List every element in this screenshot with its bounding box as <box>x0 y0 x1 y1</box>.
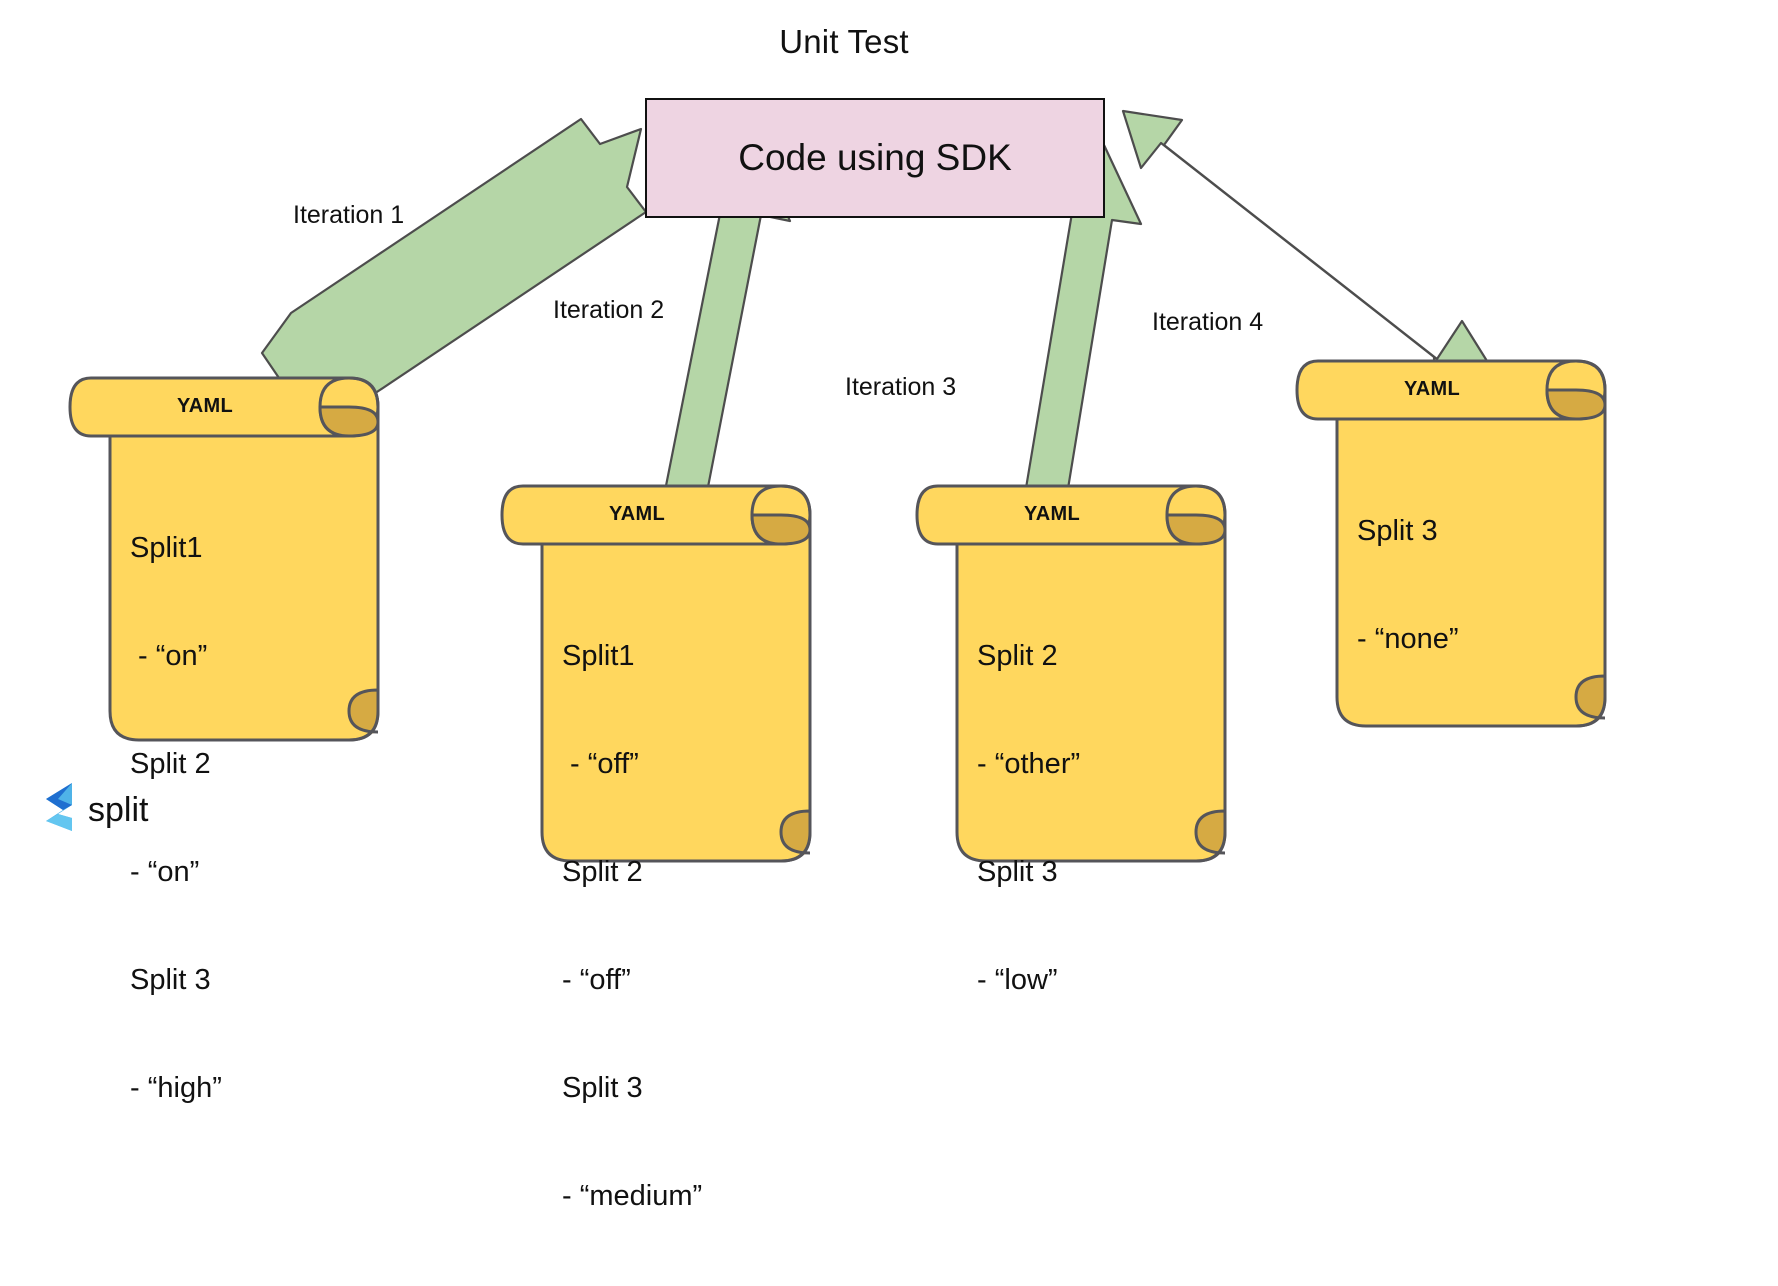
yaml-line: - “other” <box>977 748 1081 780</box>
yaml-line: Split 3 <box>977 856 1058 888</box>
yaml-document-2-title: YAML <box>608 503 666 525</box>
yaml-line: Split 2 <box>977 640 1058 672</box>
yaml-line: Split 3 <box>130 964 211 996</box>
yaml-document-2-body: Split1 - “off” Split 2 - “off” Split 3 -… <box>562 566 702 1286</box>
yaml-line: Split 2 <box>130 748 211 780</box>
yaml-line: - “high” <box>130 1072 222 1104</box>
yaml-document-4-body: Split 3 - “none” <box>1357 441 1459 729</box>
split-logo-svg: split <box>46 783 149 831</box>
edge-label-iteration-3: Iteration 3 <box>845 373 957 401</box>
diagram-canvas: Unit Test Code using SDK Iteration 1 Ite… <box>0 22 1778 1212</box>
yaml-line: Split1 <box>562 640 635 672</box>
yaml-document-1-shape <box>68 376 380 742</box>
yaml-line: Split 2 <box>562 856 643 888</box>
yaml-line: - “medium” <box>562 1180 703 1212</box>
yaml-document-4-title: YAML <box>1403 378 1461 400</box>
edge-label-iteration-4: Iteration 4 <box>1152 308 1264 336</box>
yaml-document-3-title: YAML <box>1023 503 1081 525</box>
split-logo: split <box>36 778 166 836</box>
yaml-document-3[interactable]: YAML Split 2 - “other” Split 3 - “low” <box>915 480 1245 996</box>
split-logo-mark-icon <box>46 783 72 831</box>
yaml-document-2[interactable]: YAML Split1 - “off” Split 2 - “off” Spli… <box>500 480 830 1212</box>
central-node-label: Code using SDK <box>738 137 1012 178</box>
yaml-line: - “off” <box>562 964 631 996</box>
yaml-line: Split 3 <box>1357 515 1438 547</box>
edge-label-iteration-1: Iteration 1 <box>293 201 405 229</box>
yaml-line: - “low” <box>977 964 1058 996</box>
yaml-line: - “none” <box>1357 623 1459 655</box>
yaml-document-1[interactable]: YAML Split1 - “on” Split 2 - “on” Split … <box>68 372 398 1104</box>
yaml-line: - “on” <box>130 640 208 672</box>
page-title: Unit Test <box>0 22 1778 62</box>
page-title-text: Unit Test <box>779 23 909 60</box>
yaml-document-4[interactable]: YAML Split 3 - “none” <box>1295 355 1625 735</box>
edge-label-iteration-2: Iteration 2 <box>553 296 665 324</box>
yaml-line: - “on” <box>130 856 200 888</box>
yaml-line: - “off” <box>562 748 639 780</box>
yaml-document-2-shape <box>500 484 812 863</box>
yaml-line: Split 3 <box>562 1072 643 1104</box>
yaml-line: Split1 <box>130 532 203 564</box>
yaml-document-3-body: Split 2 - “other” Split 3 - “low” <box>977 566 1080 1070</box>
central-node-code-using-sdk[interactable]: Code using SDK <box>645 98 1105 218</box>
yaml-document-1-title: YAML <box>176 395 234 417</box>
split-logo-wordmark: split <box>88 791 149 829</box>
yaml-document-4-shape <box>1295 359 1607 728</box>
yaml-document-3-shape <box>915 484 1227 863</box>
